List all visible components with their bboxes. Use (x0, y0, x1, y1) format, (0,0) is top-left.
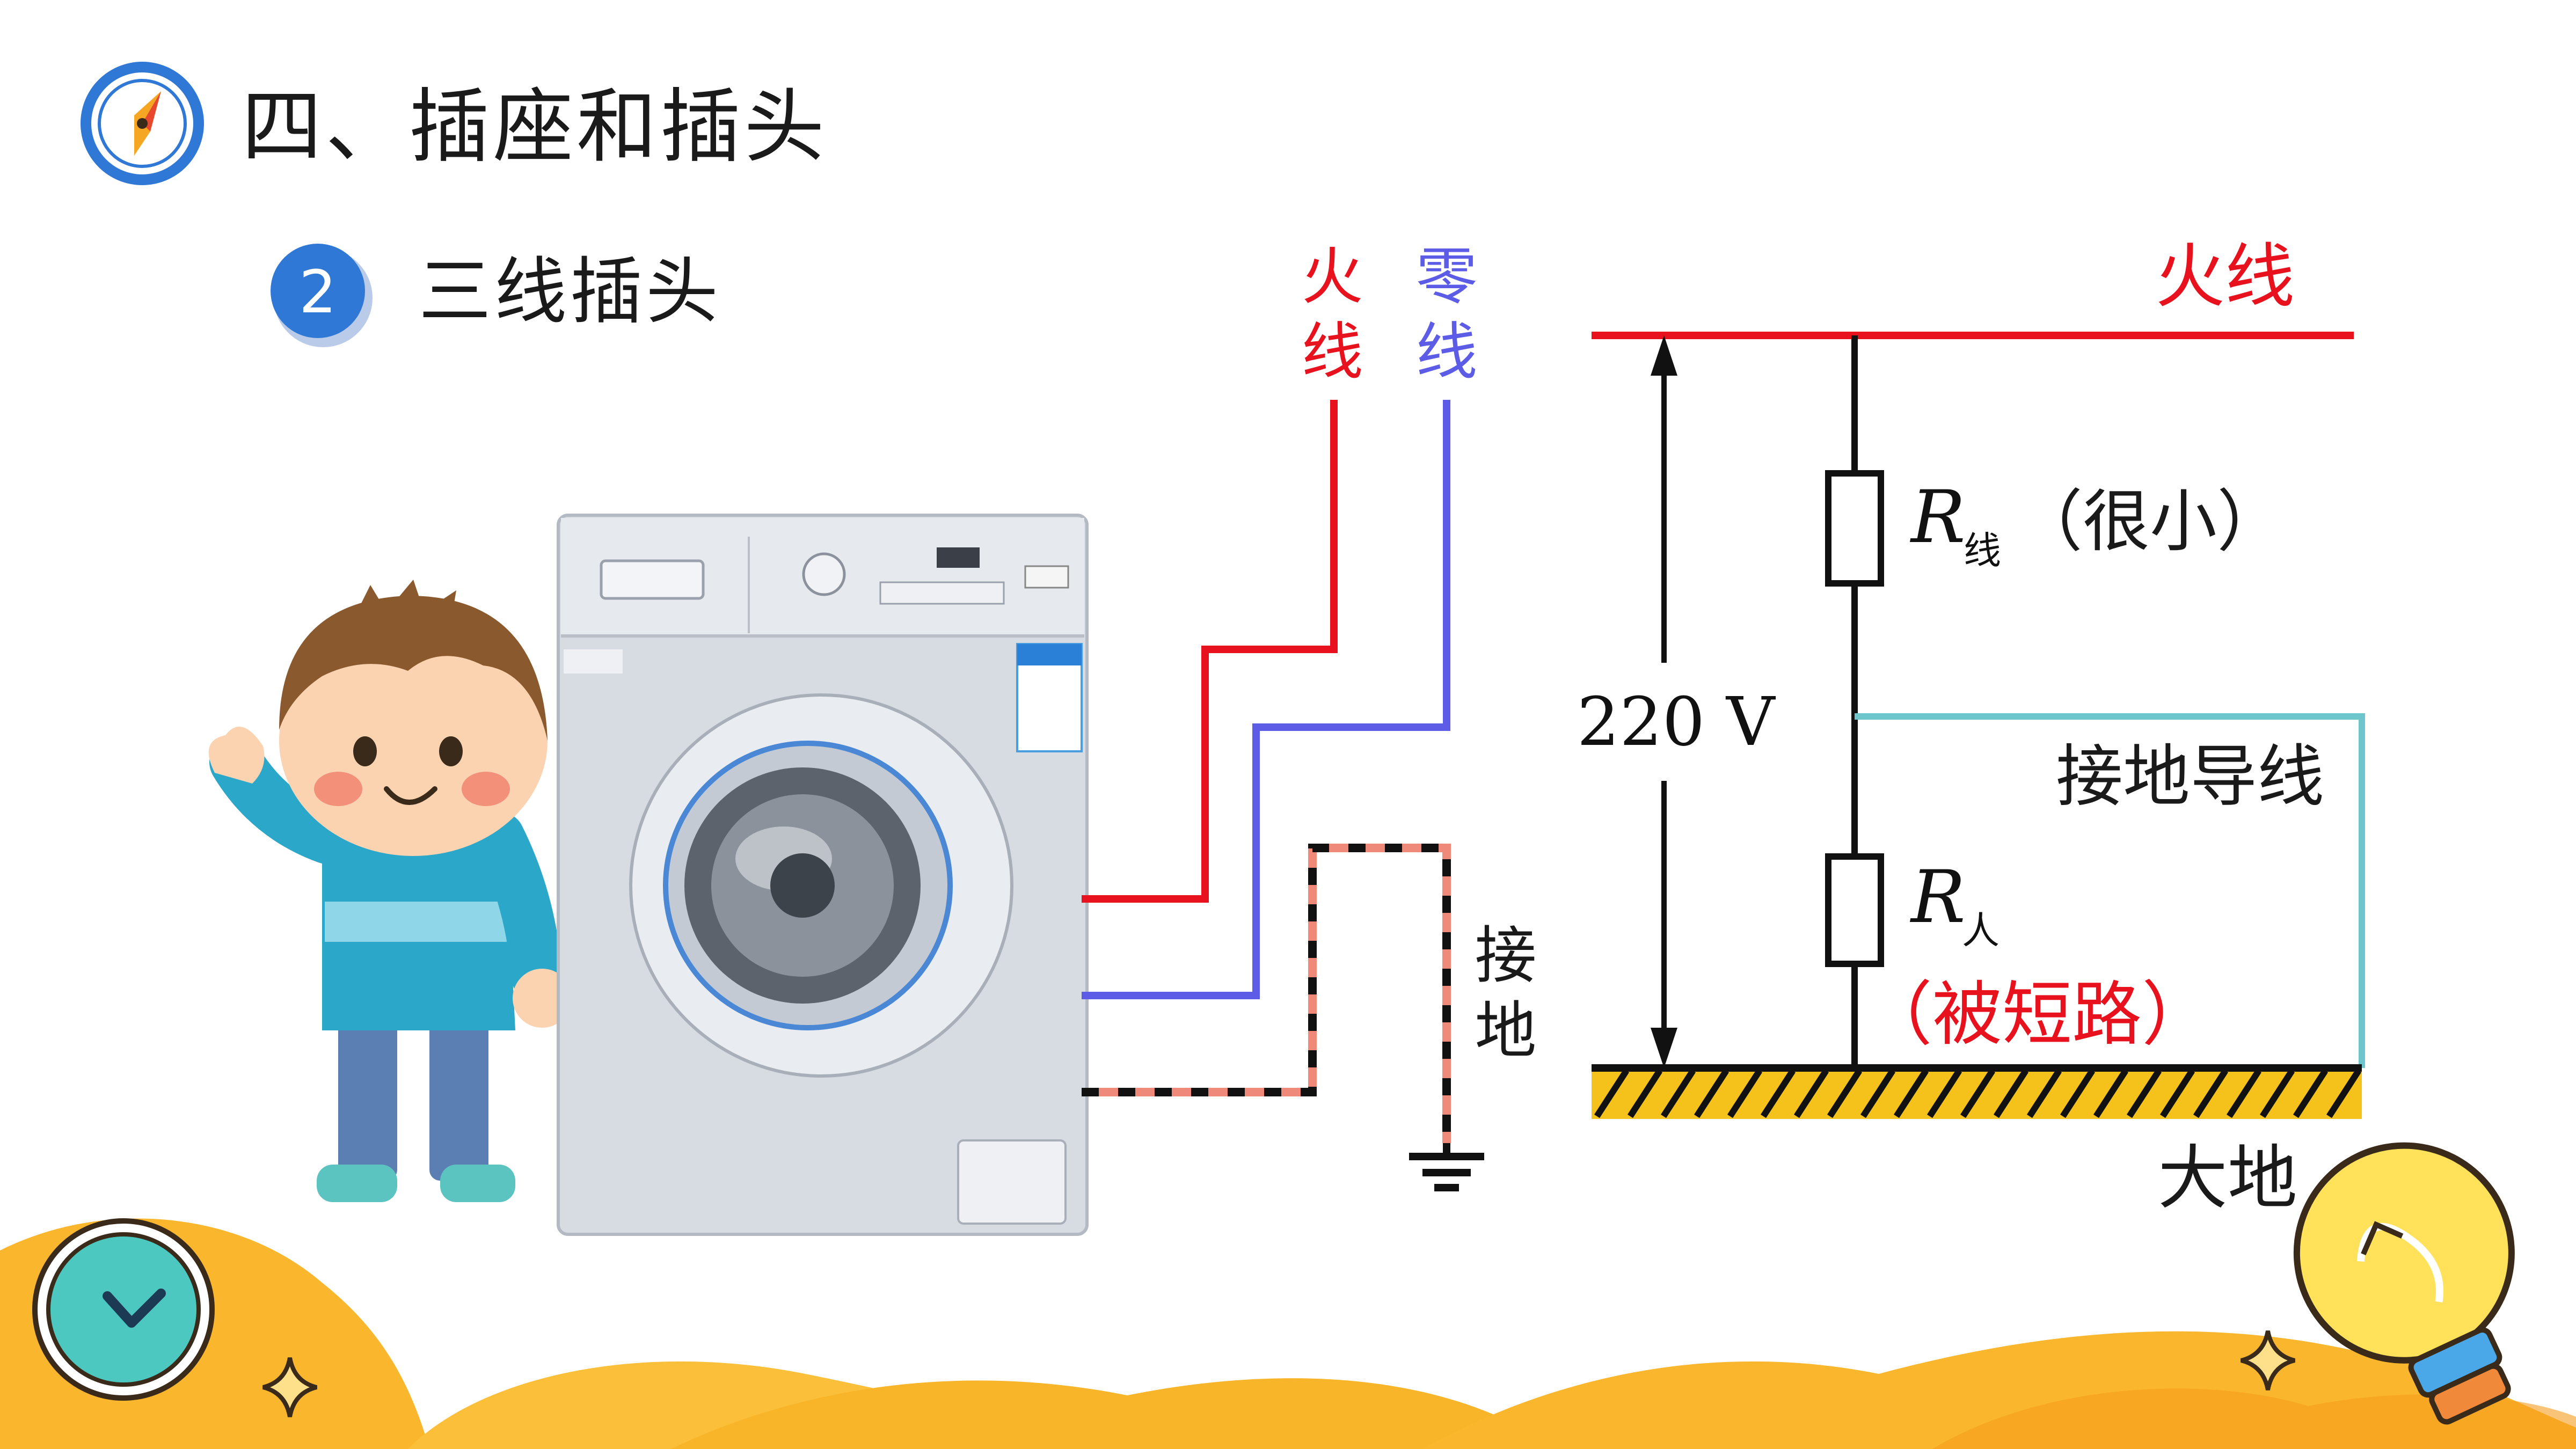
ground-lead-label: 接地导线 (2056, 738, 2324, 816)
section-title: 三线插头 (419, 250, 721, 334)
r-person-subscript: 人 (1962, 909, 1999, 953)
r-person-symbol: R (1909, 855, 1966, 939)
earth-ground (1592, 1064, 2362, 1119)
circuit-live-label: 火线 (2155, 236, 2295, 317)
resistor-wire (1825, 470, 1884, 587)
sparkle-icon (2240, 1330, 2296, 1391)
footer-decoration (0, 1218, 2576, 1449)
earth-hatch-line (1627, 1069, 1663, 1118)
ground-wire (1082, 844, 1451, 1143)
section-number: 2 (299, 258, 337, 326)
earth-hatch-line (2159, 1069, 2195, 1118)
earth-hatch-line (2026, 1069, 2062, 1118)
ground-lead-line (1855, 713, 2365, 1068)
earth-hatch-line (1893, 1069, 1929, 1118)
lightbulb-icon (2293, 1142, 2515, 1425)
earth-hatch-line (2093, 1069, 2129, 1118)
resistor-person (1825, 853, 1884, 967)
voltage-label: 220 V (1577, 683, 1776, 761)
earth-hatch-line (1660, 1069, 1696, 1118)
ground-label-char-1: 接 (1475, 920, 1536, 992)
earth-hatch-line (1594, 1069, 1630, 1118)
clock-icon (32, 1218, 215, 1401)
earth-hatch-line (2193, 1069, 2229, 1118)
ground-symbol-icon (1409, 1143, 1484, 1191)
earth-label: 大地 (2158, 1137, 2297, 1219)
earth-hatch-line (2326, 1069, 2362, 1118)
earth-hatch-line (1793, 1069, 1829, 1118)
live-label-char-1: 火 (1301, 241, 1363, 313)
earth-hatch-line (1993, 1069, 2029, 1118)
earth-hatch-line (1827, 1069, 1863, 1118)
live-wire (1082, 400, 1338, 903)
earth-hatch-line (1960, 1069, 1996, 1118)
compass-icon (81, 62, 204, 185)
earth-hatch-line (1694, 1069, 1730, 1118)
live-label-char-2: 线 (1301, 316, 1363, 388)
page-title: 四、插座和插头 (242, 80, 828, 174)
earth-hatch-line (1760, 1069, 1796, 1118)
neutral-label-char-2: 线 (1415, 316, 1477, 388)
r-wire-symbol: R (1909, 475, 1966, 559)
section-number-badge: 2 (271, 244, 373, 347)
r-wire-subscript: 线 (1964, 529, 2001, 573)
circuit-diagram: 火线 220 V 接地导线 大地 R 线 （很小） R 人 （被短路 (1577, 236, 2365, 1219)
sparkle-icon (262, 1357, 318, 1417)
earth-hatch-line (1926, 1069, 1962, 1118)
ground-label-char-2: 地 (1475, 995, 1536, 1067)
earth-hatch-line (2226, 1069, 2262, 1118)
earth-hatch-line (1860, 1069, 1896, 1118)
boy-character (208, 580, 572, 1202)
earth-hatch-line (1727, 1069, 1763, 1118)
earth-hatch-line (2126, 1069, 2162, 1118)
neutral-label-char-1: 零 (1415, 241, 1477, 313)
r-person-note: （被短路） (1863, 974, 2212, 1055)
neutral-wire (1082, 400, 1450, 999)
r-wire-note: （很小） (2016, 483, 2284, 561)
earth-hatch-line (2293, 1069, 2329, 1118)
voltage-arrow (1651, 335, 1677, 1068)
earth-hatch-line (2259, 1069, 2295, 1118)
washing-machine (557, 514, 1089, 1236)
earth-hatch-line (2060, 1069, 2096, 1118)
